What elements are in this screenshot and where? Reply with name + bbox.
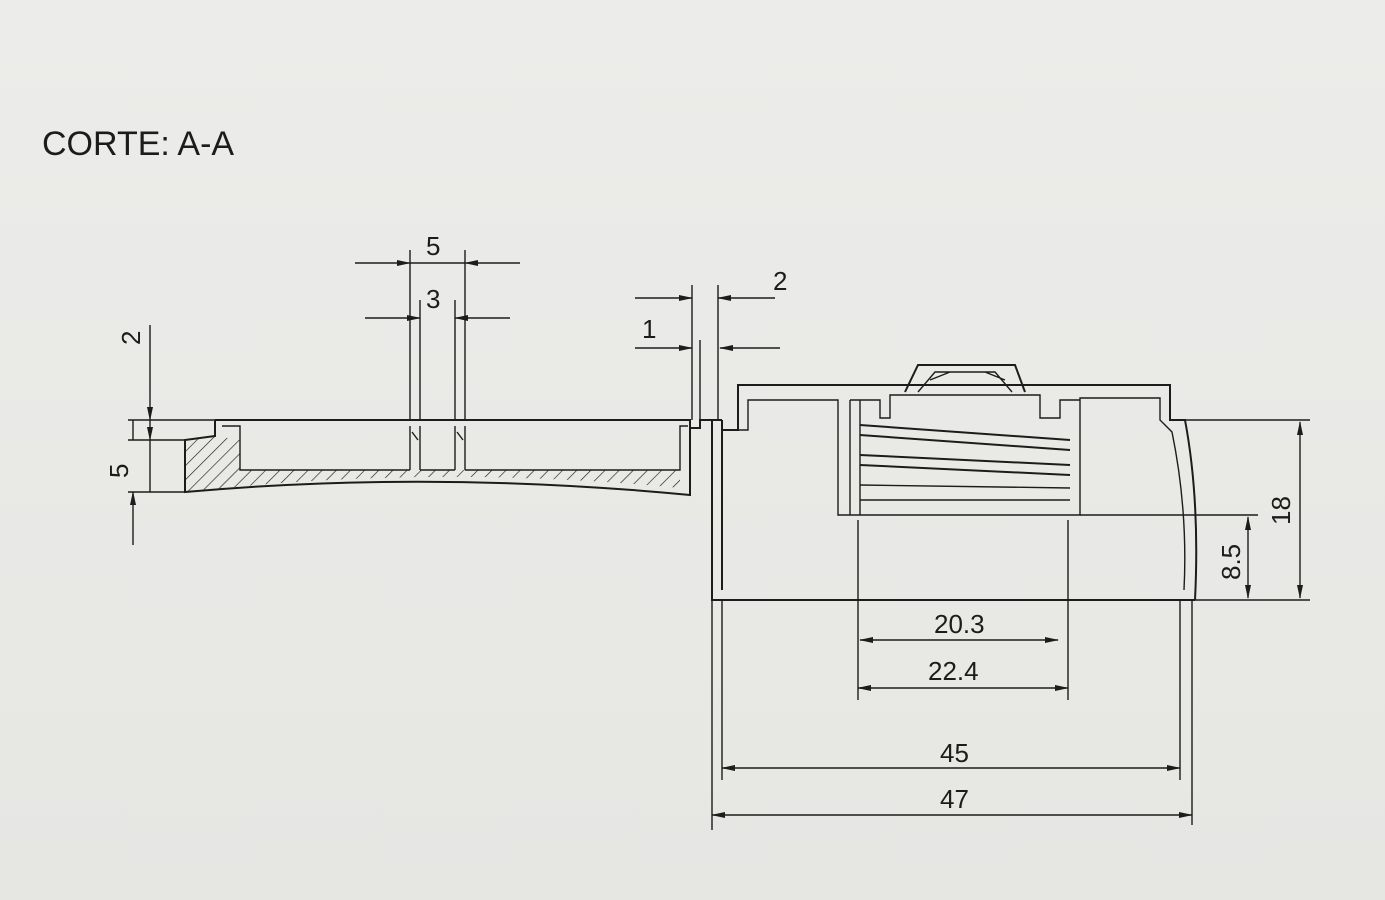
dimension-left: 2 5 — [104, 325, 215, 545]
left-plate-profile — [184, 419, 712, 497]
dim-label-45: 45 — [940, 738, 969, 768]
dimension-height: 18 8.5 — [1080, 419, 1310, 601]
dim-label-47: 47 — [940, 784, 969, 814]
right-cap-profile — [711, 364, 1198, 601]
dimension-slot: 5 3 — [355, 231, 520, 420]
dim-label-left-5: 5 — [104, 464, 134, 478]
dimension-wall: 1 2 — [635, 266, 787, 420]
dim-label-5: 5 — [426, 231, 440, 261]
dim-label-18: 18 — [1266, 496, 1296, 525]
dim-label-2: 2 — [773, 266, 787, 296]
dim-label-8-5: 8.5 — [1216, 544, 1246, 580]
dim-label-22-4: 22.4 — [928, 656, 979, 686]
dim-label-20-3: 20.3 — [934, 609, 985, 639]
dim-label-1: 1 — [642, 314, 656, 344]
dim-label-3: 3 — [426, 284, 440, 314]
dimension-diameters: 20.3 22.4 45 47 — [711, 520, 1193, 830]
dim-label-left-2: 2 — [116, 331, 146, 345]
section-title: CORTE: A-A — [42, 125, 234, 163]
